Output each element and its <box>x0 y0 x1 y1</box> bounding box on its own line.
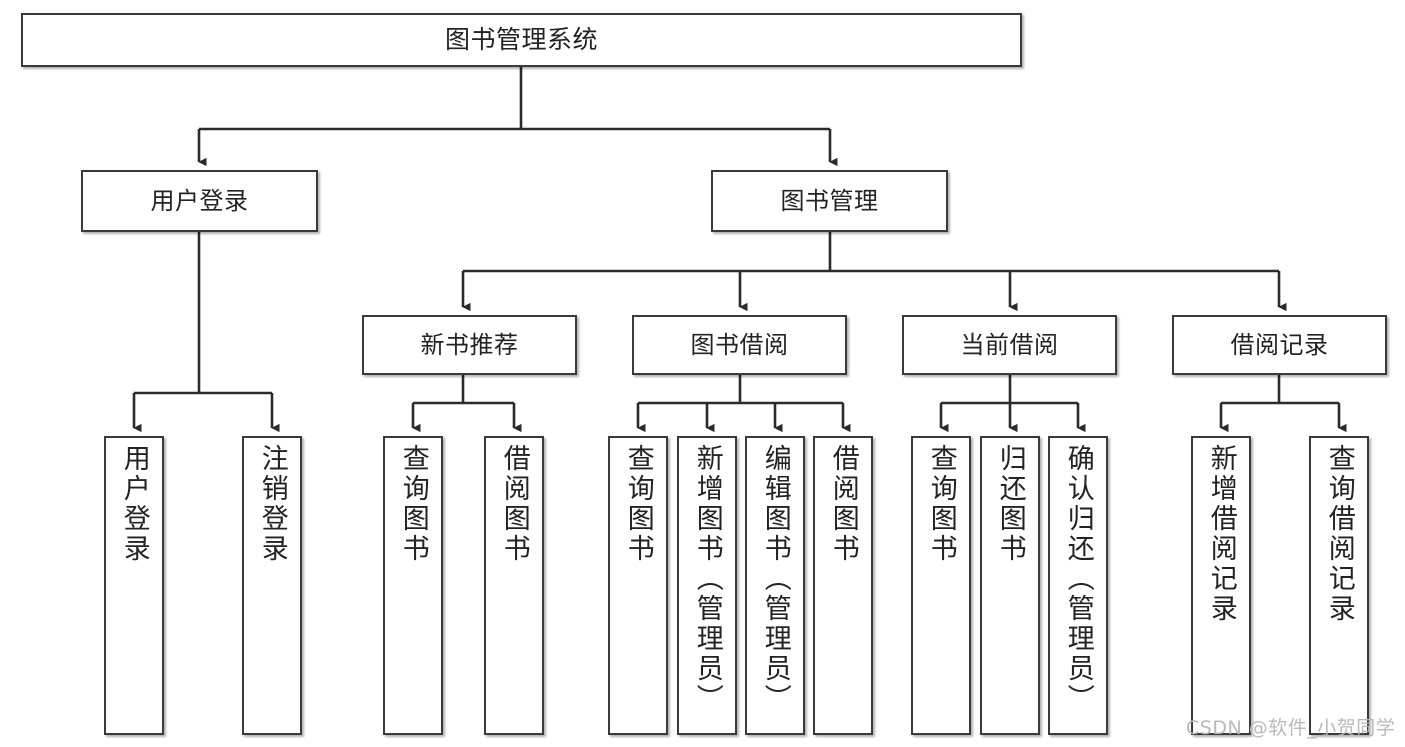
node-user-login[interactable]: 用户登录 <box>81 170 318 232</box>
node-label: 确认归还（管理员） <box>1062 444 1094 714</box>
node-label: 图书管理系统 <box>444 25 598 54</box>
node-label: 借阅记录 <box>1230 330 1329 359</box>
node-leaf-borrow-book-1[interactable]: 借阅图书 <box>484 436 544 735</box>
node-leaf-user-logout[interactable]: 注销登录 <box>242 436 302 735</box>
node-label: 当前借阅 <box>960 330 1059 359</box>
node-label: 注销登录 <box>256 444 288 564</box>
node-label: 归还图书 <box>994 444 1026 564</box>
node-leaf-query-book-1[interactable]: 查询图书 <box>383 436 443 735</box>
node-label: 编辑图书（管理员） <box>759 444 791 714</box>
node-leaf-confirm-return[interactable]: 确认归还（管理员） <box>1048 436 1108 735</box>
node-label: 用户登录 <box>118 444 150 564</box>
node-leaf-add-record[interactable]: 新增借阅记录 <box>1191 436 1251 735</box>
node-leaf-return-book[interactable]: 归还图书 <box>980 436 1040 735</box>
node-leaf-borrow-book-2[interactable]: 借阅图书 <box>813 436 873 735</box>
node-leaf-user-login[interactable]: 用户登录 <box>104 436 164 735</box>
node-leaf-query-record[interactable]: 查询借阅记录 <box>1309 436 1369 735</box>
node-label: 图书管理 <box>780 186 879 215</box>
node-label: 新书推荐 <box>420 330 519 359</box>
node-label: 图书借阅 <box>690 330 789 359</box>
node-label: 查询图书 <box>925 444 957 564</box>
node-borrow-record[interactable]: 借阅记录 <box>1172 315 1387 375</box>
node-book-manage[interactable]: 图书管理 <box>711 170 948 232</box>
node-leaf-query-book-2[interactable]: 查询图书 <box>608 436 668 735</box>
node-label: 新增图书（管理员） <box>691 444 723 714</box>
node-current-borrow[interactable]: 当前借阅 <box>902 315 1117 375</box>
node-label: 查询图书 <box>397 444 429 564</box>
node-book-borrow[interactable]: 图书借阅 <box>632 315 847 375</box>
node-label: 用户登录 <box>150 186 249 215</box>
node-label: 借阅图书 <box>827 444 859 564</box>
node-leaf-query-book-3[interactable]: 查询图书 <box>911 436 971 735</box>
node-leaf-add-book[interactable]: 新增图书（管理员） <box>677 436 737 735</box>
node-new-book-recommend[interactable]: 新书推荐 <box>362 315 577 375</box>
node-book-management-system[interactable]: 图书管理系统 <box>21 13 1022 67</box>
node-label: 新增借阅记录 <box>1205 444 1237 624</box>
node-label: 查询借阅记录 <box>1323 444 1355 624</box>
csdn-watermark: CSDN @软件_小贺同学 <box>1186 717 1396 739</box>
node-leaf-edit-book[interactable]: 编辑图书（管理员） <box>745 436 805 735</box>
node-label: 借阅图书 <box>498 444 530 564</box>
node-label: 查询图书 <box>622 444 654 564</box>
